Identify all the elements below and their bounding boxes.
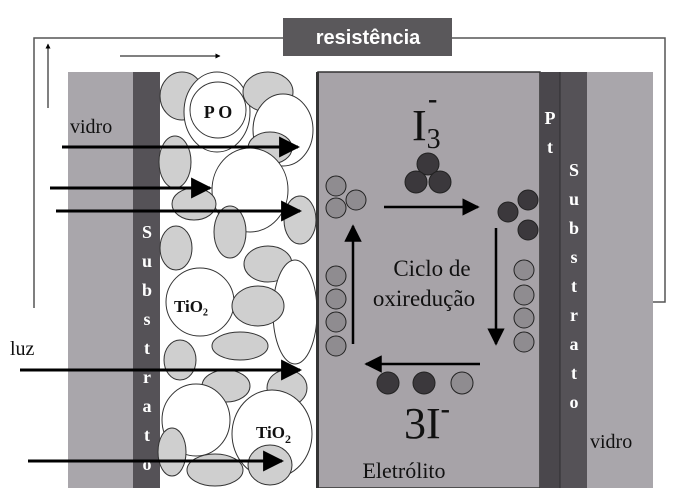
pt-letters-letter: t [547, 137, 553, 157]
dye-molecule-particle [189, 81, 247, 139]
ions-near-tio2 [325, 175, 367, 357]
sub-right-letters-letter: u [569, 189, 579, 209]
triiodide-label: I3 [412, 101, 441, 155]
cycle-label-line2: oxiredução [373, 286, 475, 311]
iodide-ions-bottom [376, 371, 474, 395]
sub-left-letters-letter: S [142, 222, 152, 242]
sub-right-letters-letter: S [569, 160, 579, 180]
sub-left-letters-letter: t [144, 425, 150, 445]
electrolyte-region [317, 71, 541, 488]
tio2-particles [157, 71, 318, 487]
pt-letters-letter: P [545, 108, 556, 128]
sub-right-letters-letter: b [569, 218, 579, 238]
resistor-box [283, 18, 452, 56]
sub-left-letters-letter: b [142, 280, 152, 300]
sub-right-letters-letter: o [570, 392, 579, 412]
sub-right-letters-letter: t [571, 363, 577, 383]
redox-cycle-arrows [344, 198, 505, 373]
substrate-right [560, 72, 587, 488]
tio2-upper-label: TiO₂ [174, 297, 208, 316]
glass-left [68, 72, 134, 488]
glass-left-label: vidro [70, 116, 112, 138]
substrate-left [133, 72, 160, 488]
tio2-lower-label: TiO2 [256, 423, 291, 446]
cycle-label-line1: Ciclo de [393, 256, 470, 281]
resistor-label: resistência [316, 27, 421, 49]
sub-left-letters-letter: r [143, 367, 151, 387]
electrolyte-label: Eletrólito [362, 458, 445, 483]
iodide-label: 3I- [404, 394, 450, 448]
sub-left-letters-letter: t [144, 338, 150, 358]
sub-left-letters-letter: u [142, 251, 152, 271]
sub-right-letters-letter: t [571, 276, 577, 296]
triiodide-charge: - [428, 84, 437, 115]
sub-left-letters-letter: s [143, 309, 150, 329]
glass-right-label: vidro [590, 431, 632, 453]
sub-left-letters-letter: o [143, 454, 152, 474]
sub-right-letters-letter: a [570, 334, 579, 354]
ions-near-pt [497, 189, 539, 353]
pt-label: Pt [545, 108, 556, 157]
glass-right [587, 72, 653, 488]
external-circuit-wire [33, 37, 283, 308]
dye-label: P O [204, 102, 233, 122]
light-label: luz [10, 338, 35, 360]
sub-right-letters-letter: s [570, 247, 577, 267]
light-arrows [20, 136, 303, 472]
tio2-electrolyte-interface [316, 72, 319, 488]
triiodide-molecule [404, 152, 452, 194]
sub-left-letters-letter: a [143, 396, 152, 416]
pt-layer [540, 72, 560, 488]
sub-right-letters-letter: r [570, 305, 578, 325]
